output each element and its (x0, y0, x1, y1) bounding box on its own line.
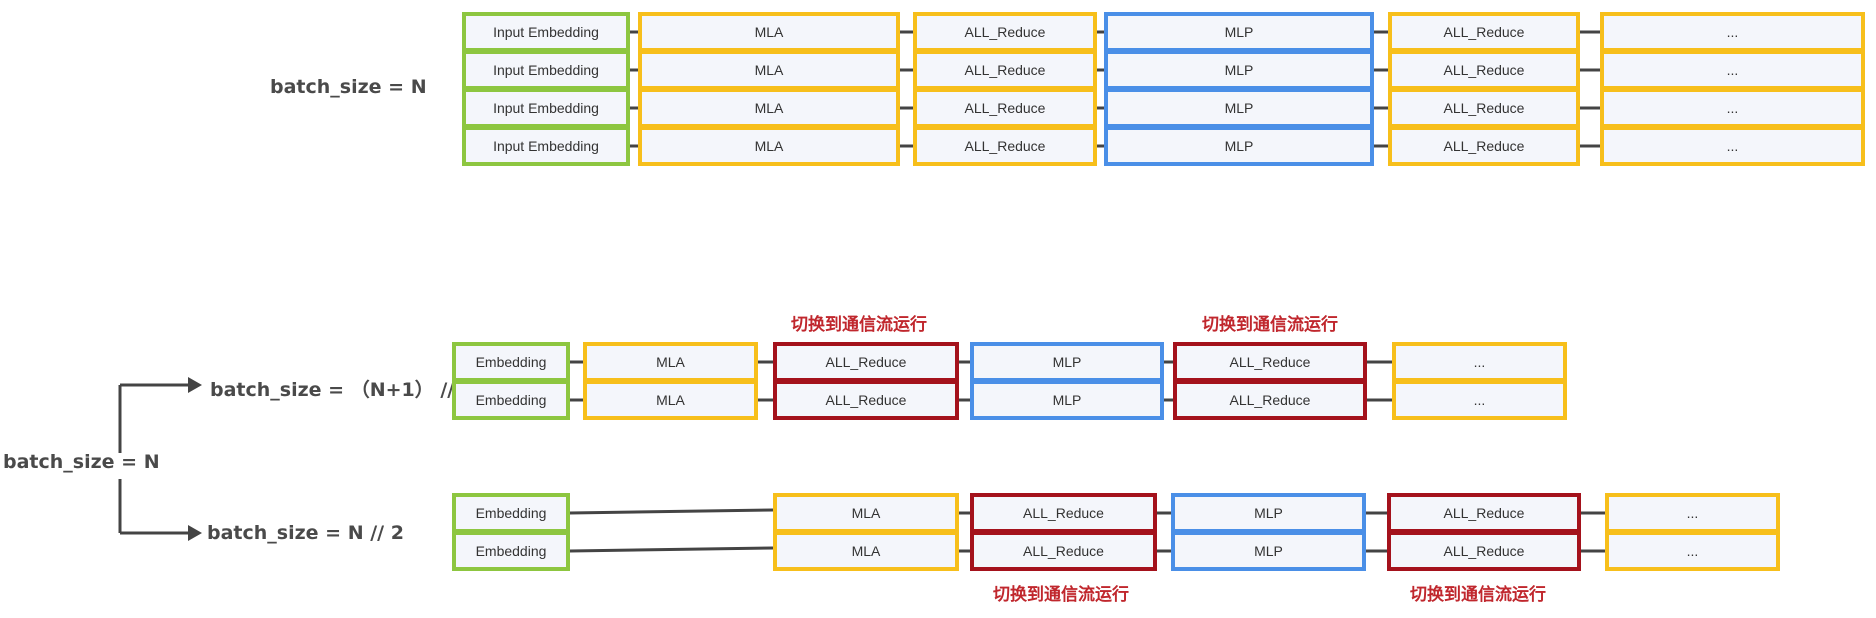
bottom-row2-mla-block: MLA (773, 531, 959, 571)
mid-row2-mla-block: MLA (583, 380, 758, 420)
bottom-note-2: 切换到通信流运行 (1410, 585, 1546, 605)
bottom-row1-all-reduce-2-block: ALL_Reduce (1387, 493, 1581, 533)
top-row1-mlp-block: MLP (1104, 12, 1374, 52)
top-batch-label: batch_size = N (270, 76, 427, 98)
root-batch-label: batch_size = N (3, 451, 160, 473)
top-row2-mla-block: MLA (638, 50, 900, 90)
top-row3-all-reduce-2-block: ALL_Reduce (1388, 88, 1580, 128)
top-row2-embedding-block: Input Embedding (462, 50, 630, 90)
mid-row2-all-reduce-2-block: ALL_Reduce (1173, 380, 1367, 420)
mid-row1-ellipsis-block: ... (1392, 342, 1567, 382)
top-row2-mlp-block: MLP (1104, 50, 1374, 90)
mid-row2-all-reduce-1-block: ALL_Reduce (773, 380, 959, 420)
bottom-note-1: 切换到通信流运行 (993, 585, 1129, 605)
top-row3-embedding-block: Input Embedding (462, 88, 630, 128)
top-row1-mla-block: MLA (638, 12, 900, 52)
top-row4-mlp-block: MLP (1104, 126, 1374, 166)
top-row3-ellipsis-block: ... (1600, 88, 1865, 128)
mid-row1-all-reduce-1-block: ALL_Reduce (773, 342, 959, 382)
bottom-row1-ellipsis-block: ... (1605, 493, 1780, 533)
top-row3-all-reduce-1-block: ALL_Reduce (913, 88, 1097, 128)
mid-row1-embedding-block: Embedding (452, 342, 570, 382)
bottom-row1-all-reduce-1-block: ALL_Reduce (970, 493, 1157, 533)
top-row4-all-reduce-1-block: ALL_Reduce (913, 126, 1097, 166)
top-row1-ellipsis-block: ... (1600, 12, 1865, 52)
top-row1-embedding-block: Input Embedding (462, 12, 630, 52)
bottom-row2-connector-1 (569, 546, 774, 553)
top-row4-mla-block: MLA (638, 126, 900, 166)
bottom-row1-embedding-block: Embedding (452, 493, 570, 533)
mid-row1-mlp-block: MLP (970, 342, 1164, 382)
lower-batch-label: batch_size = N // 2 (207, 522, 404, 544)
bottom-row2-all-reduce-2-block: ALL_Reduce (1387, 531, 1581, 571)
split-lower-arrowhead (188, 525, 202, 541)
upper-batch-label: batch_size = （N+1） // 2 (210, 379, 475, 401)
bottom-row1-mlp-block: MLP (1171, 493, 1366, 533)
top-row1-all-reduce-2-block: ALL_Reduce (1388, 12, 1580, 52)
top-row4-all-reduce-2-block: ALL_Reduce (1388, 126, 1580, 166)
top-row4-embedding-block: Input Embedding (462, 126, 630, 166)
bottom-row2-ellipsis-block: ... (1605, 531, 1780, 571)
bottom-row2-mlp-block: MLP (1171, 531, 1366, 571)
mid-row2-embedding-block: Embedding (452, 380, 570, 420)
top-row4-ellipsis-block: ... (1600, 126, 1865, 166)
mid-row1-mla-block: MLA (583, 342, 758, 382)
mid-note-2: 切换到通信流运行 (1202, 315, 1338, 335)
bottom-row2-all-reduce-1-block: ALL_Reduce (970, 531, 1157, 571)
top-row1-all-reduce-1-block: ALL_Reduce (913, 12, 1097, 52)
mid-row1-all-reduce-2-block: ALL_Reduce (1173, 342, 1367, 382)
split-upper-arrowhead (188, 377, 202, 393)
bottom-row1-mla-block: MLA (773, 493, 959, 533)
bottom-row1-connector-1 (569, 508, 774, 515)
mid-row2-ellipsis-block: ... (1392, 380, 1567, 420)
bottom-row2-embedding-block: Embedding (452, 531, 570, 571)
top-row2-all-reduce-1-block: ALL_Reduce (913, 50, 1097, 90)
top-row3-mla-block: MLA (638, 88, 900, 128)
top-row2-ellipsis-block: ... (1600, 50, 1865, 90)
mid-row2-mlp-block: MLP (970, 380, 1164, 420)
top-row2-all-reduce-2-block: ALL_Reduce (1388, 50, 1580, 90)
top-row3-mlp-block: MLP (1104, 88, 1374, 128)
mid-note-1: 切换到通信流运行 (791, 315, 927, 335)
